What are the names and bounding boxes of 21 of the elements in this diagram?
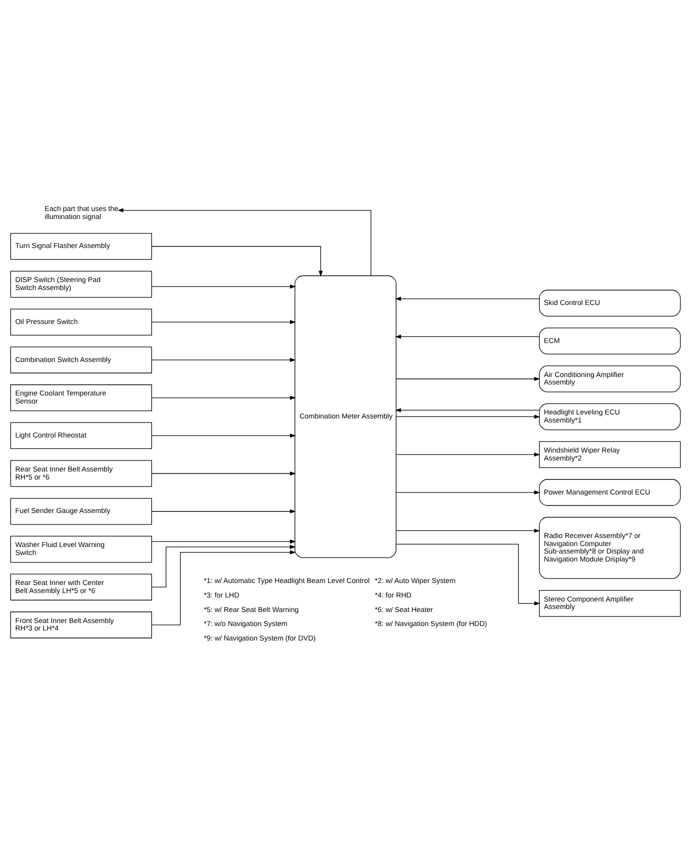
arrow: [151, 358, 296, 362]
arrow: [151, 434, 296, 438]
arrow: [151, 550, 296, 626]
arrow: [396, 528, 540, 533]
arrow: [396, 452, 540, 457]
arrow: [151, 540, 296, 544]
arrow: [395, 296, 540, 301]
arrow: [151, 320, 296, 324]
arrow: [151, 246, 323, 277]
arrow: [151, 396, 296, 400]
arrow: [151, 471, 296, 476]
arrow: [396, 414, 540, 419]
arrow: [151, 544, 296, 588]
arrow: [395, 334, 540, 339]
arrow: [151, 509, 296, 514]
arrow: [395, 408, 540, 412]
arrow: [396, 544, 540, 606]
arrow: [117, 208, 372, 276]
arrow: [396, 376, 540, 381]
arrow: [396, 490, 540, 494]
arrow: [151, 284, 296, 289]
